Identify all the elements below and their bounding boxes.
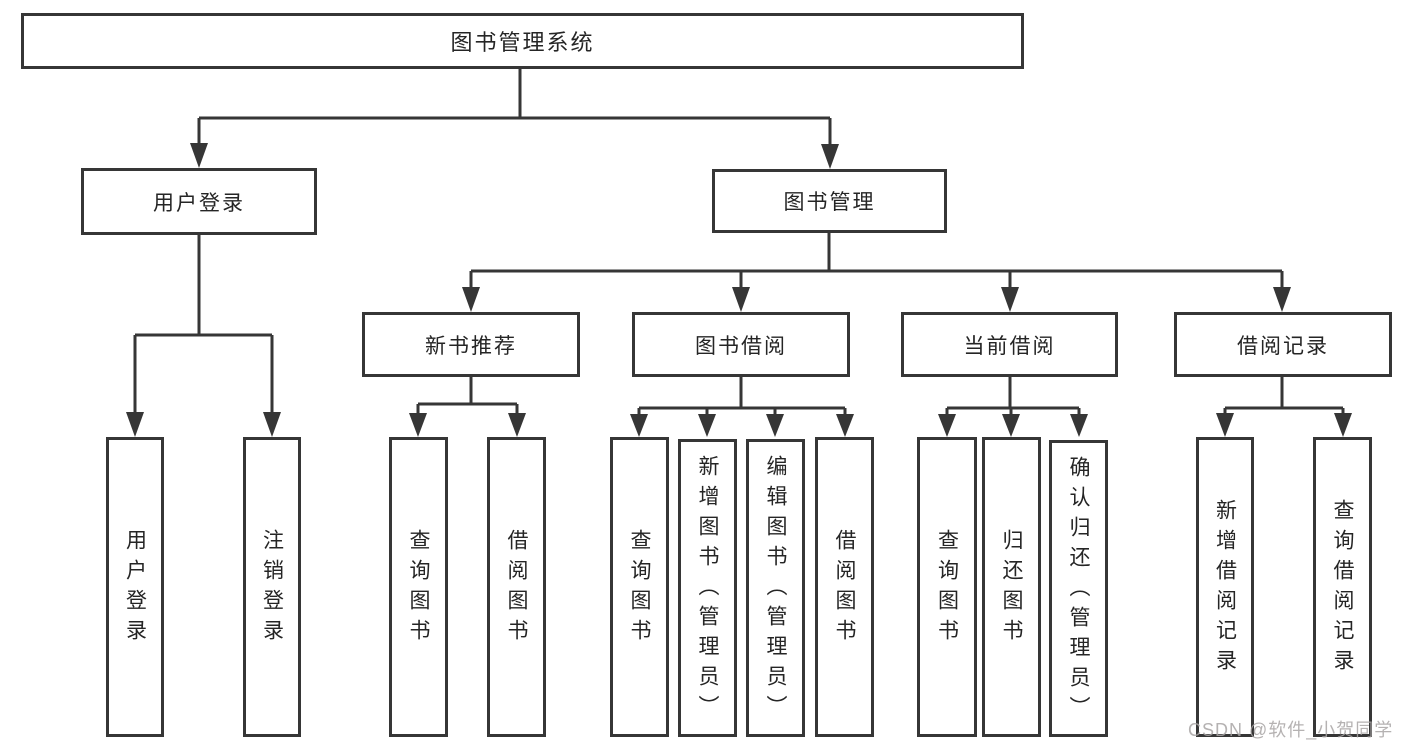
leaf-query-books-borrowing: 查询图书 bbox=[610, 437, 669, 737]
leaf-edit-books-admin: 编辑图书（管理员） bbox=[746, 439, 805, 737]
connector-root-to-level2 bbox=[190, 69, 839, 169]
node-book-management: 图书管理 bbox=[712, 169, 947, 233]
connector-book-mgmt-to-level3 bbox=[462, 233, 1291, 312]
node-library-management-system: 图书管理系统 bbox=[21, 13, 1024, 69]
leaf-query-books-recommendation: 查询图书 bbox=[389, 437, 448, 737]
node-borrowing-records: 借阅记录 bbox=[1174, 312, 1392, 377]
connector-borrow-record-to-leaves bbox=[1216, 377, 1352, 437]
node-user-login: 用户登录 bbox=[81, 168, 317, 235]
connector-user-login-to-leaves bbox=[126, 235, 281, 437]
leaf-logout: 注销登录 bbox=[243, 437, 301, 737]
leaf-confirm-return-admin: 确认归还（管理员） bbox=[1049, 440, 1108, 737]
csdn-watermark: CSDN @软件_小贺同学 bbox=[1188, 720, 1394, 740]
leaf-user-login: 用户登录 bbox=[106, 437, 164, 737]
leaf-return-books: 归还图书 bbox=[982, 437, 1041, 737]
node-book-borrowing: 图书借阅 bbox=[632, 312, 850, 377]
connector-book-borrow-to-leaves bbox=[630, 377, 854, 437]
leaf-query-books-current: 查询图书 bbox=[917, 437, 977, 737]
node-new-book-recommendation: 新书推荐 bbox=[362, 312, 580, 377]
leaf-borrow-books-borrowing: 借阅图书 bbox=[815, 437, 874, 737]
connector-current-borrow-to-leaves bbox=[938, 377, 1088, 437]
leaf-add-borrow-record: 新增借阅记录 bbox=[1196, 437, 1254, 737]
node-current-borrowing: 当前借阅 bbox=[901, 312, 1118, 377]
leaf-borrow-books-recommendation: 借阅图书 bbox=[487, 437, 546, 737]
leaf-query-borrow-record: 查询借阅记录 bbox=[1313, 437, 1372, 737]
connector-new-book-rec-to-leaves bbox=[409, 377, 526, 437]
leaf-add-books-admin: 新增图书（管理员） bbox=[678, 439, 737, 737]
